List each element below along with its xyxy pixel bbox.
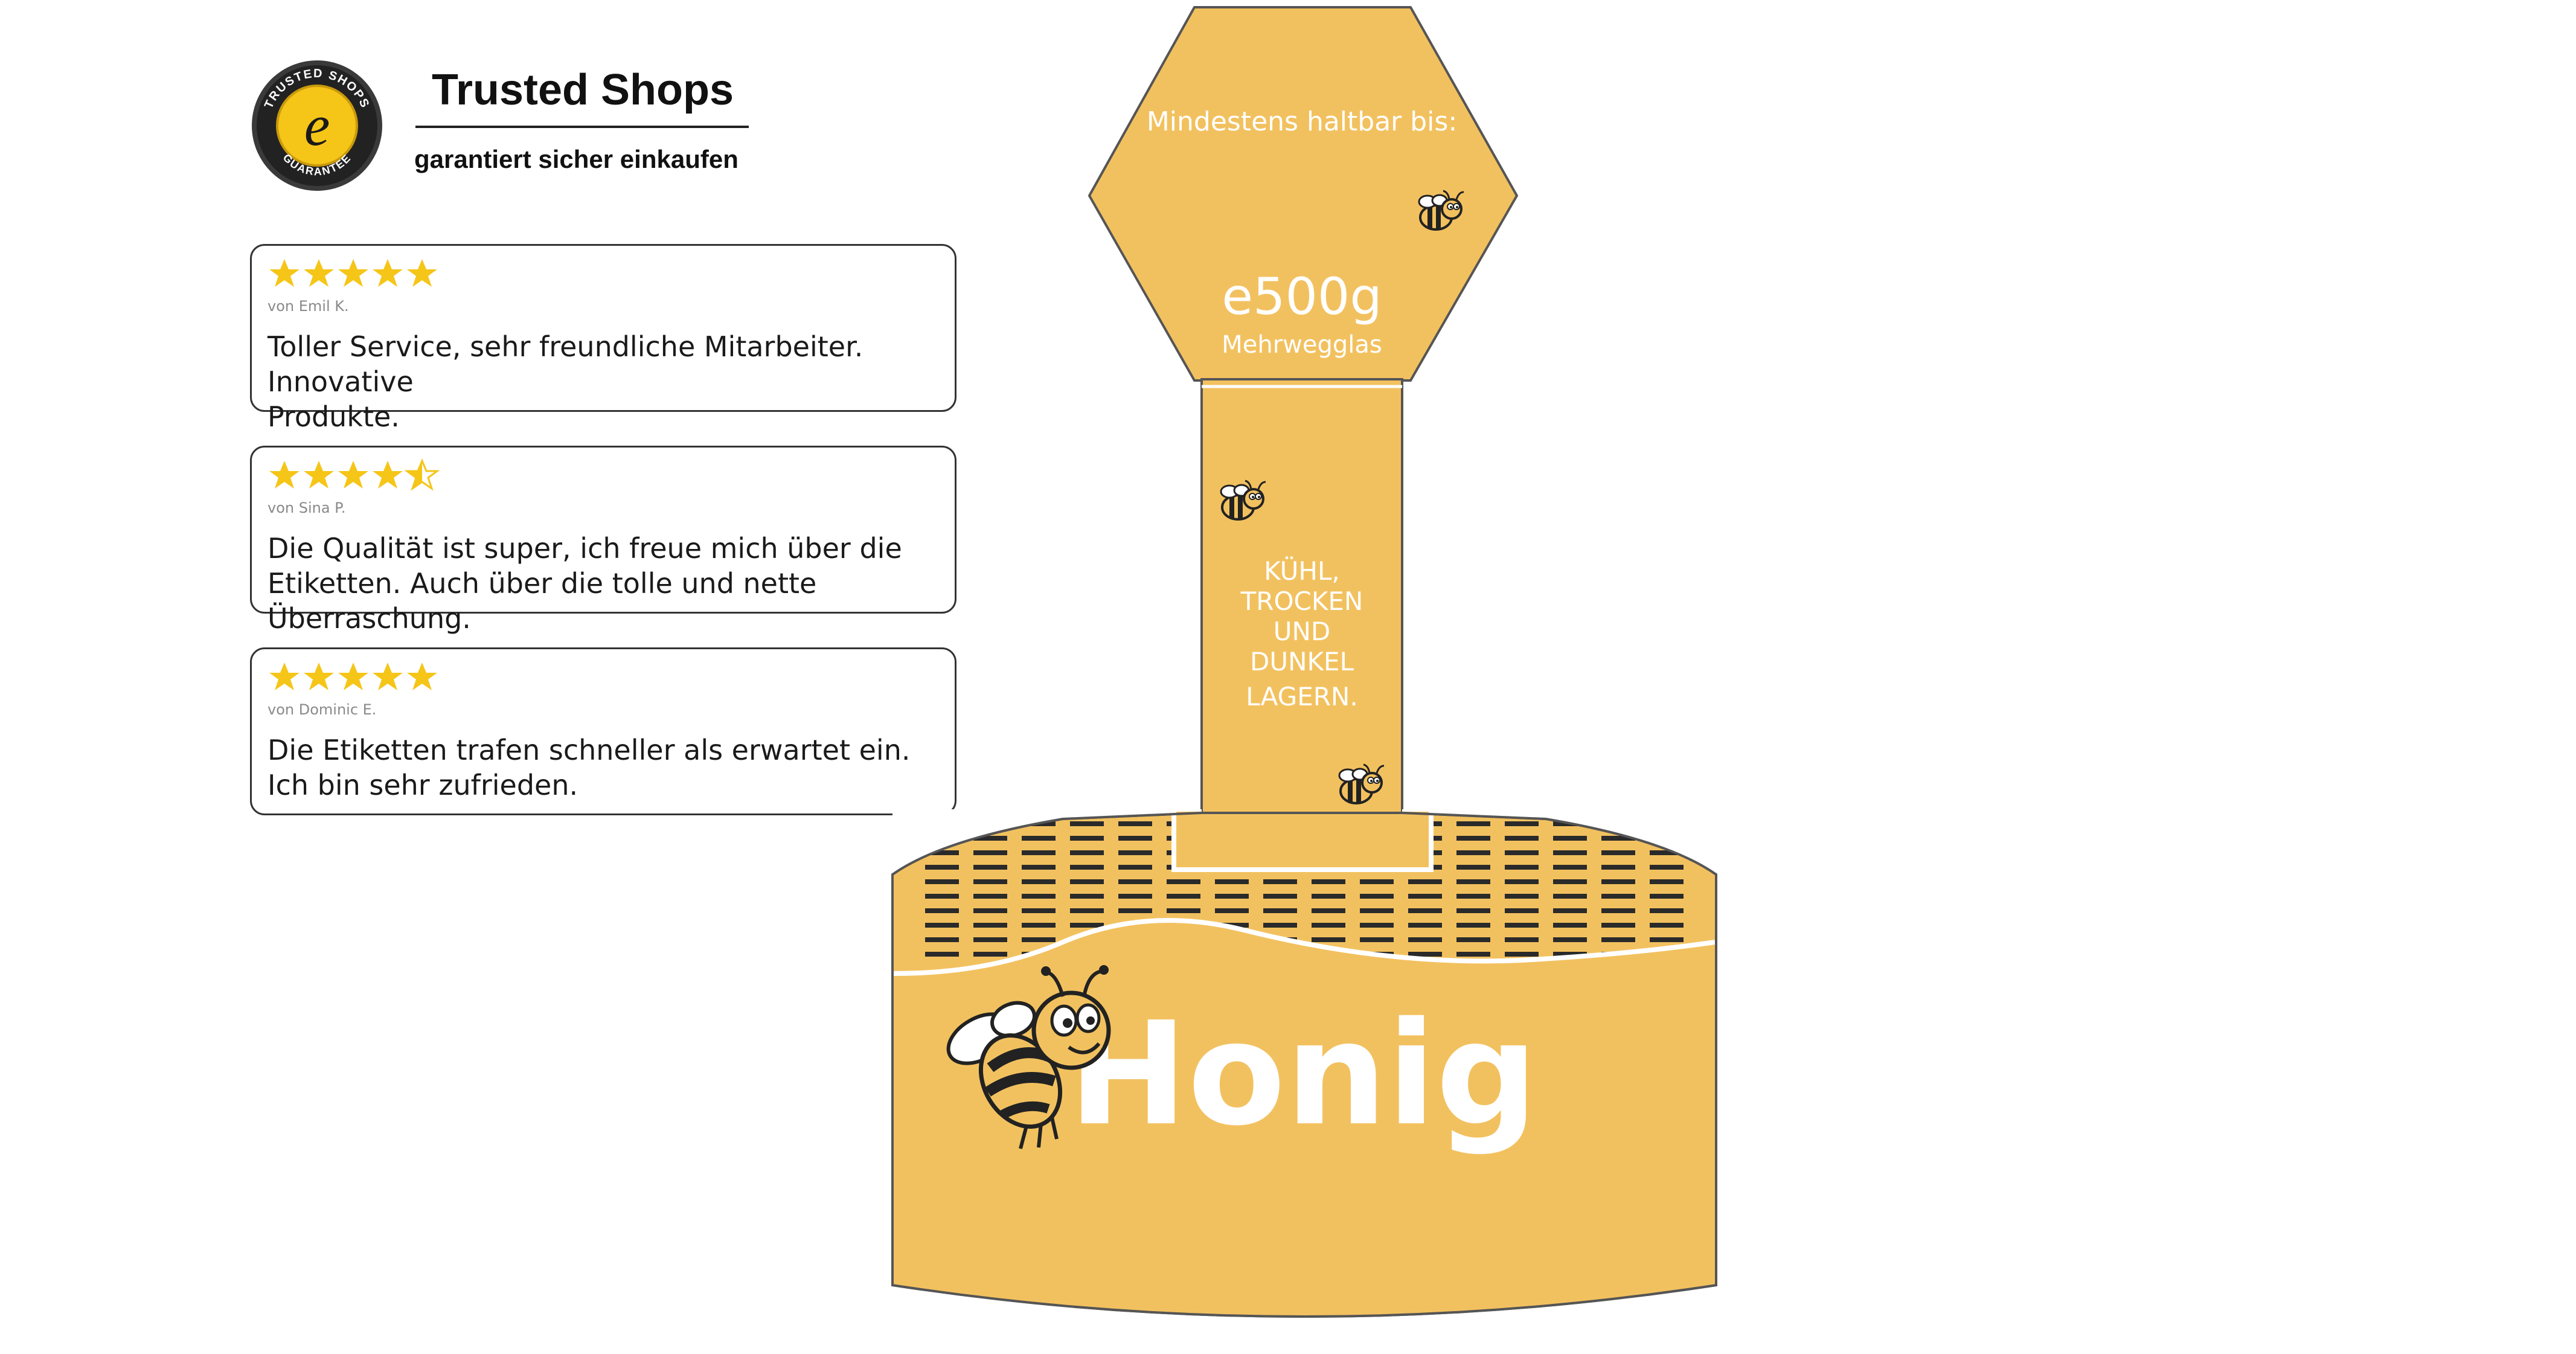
storage-line: DUNKEL [1250, 647, 1354, 676]
product-name: Honig [1068, 991, 1538, 1157]
star-icon [304, 259, 334, 287]
seal-letter: e [304, 93, 330, 158]
review-text-line: Die Etiketten trafen schneller als erwar… [268, 734, 911, 766]
best-before-label: Mindestens haltbar bis: [1147, 106, 1457, 137]
reviewer-name: von Sina P. [268, 499, 346, 516]
trusted-shops-subtitle: garantiert sicher einkaufen [414, 145, 739, 173]
review-text: Die Qualität ist super, ich freue mich ü… [268, 531, 938, 636]
star-icon [373, 663, 403, 690]
trusted-shops-divider [415, 126, 749, 128]
hexagon-panel [1088, 6, 1519, 382]
storage-line: UND [1274, 617, 1331, 646]
review-text: Toller Service, sehr freundliche Mitarbe… [268, 329, 938, 434]
review-text-line: Die Qualität ist super, ich freue mich ü… [268, 532, 902, 565]
review-text-line: Etiketten. Auch über die tolle und nette… [268, 567, 817, 635]
jar-type-label: Mehrwegglas [1222, 331, 1382, 359]
storage-line: LAGERN. [1246, 682, 1357, 711]
weight-label: e500g [1222, 267, 1382, 326]
review-card: von Emil K. Toller Service, sehr freundl… [250, 244, 956, 433]
storage-instructions: KÜHL, TROCKEN UND DUNKEL LAGERN. [1240, 556, 1363, 711]
stem-panel [1200, 378, 1403, 815]
star-icon [373, 259, 403, 287]
star-icon [269, 461, 300, 489]
star-icon [407, 663, 437, 690]
star-icon [407, 259, 437, 287]
star-icon [338, 663, 368, 690]
star-rating [269, 259, 437, 287]
star-icon [269, 259, 300, 287]
honey-label-artwork: Mindestens haltbar bis: e500g Mehrweggla… [891, 6, 1717, 1318]
star-icon [373, 461, 403, 489]
storage-line: TROCKEN [1240, 586, 1363, 616]
star-icon [304, 461, 334, 489]
review-card: von Dominic E. Die Etiketten trafen schn… [250, 647, 956, 815]
trusted-shops-seal-icon: TRUSTED SHOPS GUARANTEE e [252, 60, 382, 191]
review-text-line: Toller Service, sehr freundliche Mitarbe… [268, 330, 863, 398]
storage-line: KÜHL, [1264, 556, 1340, 586]
star-icon [338, 259, 368, 287]
trusted-shops-title: Trusted Shops [431, 66, 734, 114]
star-icon [304, 663, 334, 690]
star-rating [269, 663, 437, 690]
review-text-line: Ich bin sehr zufrieden. [268, 769, 578, 801]
review-text: Die Etiketten trafen schneller als erwar… [268, 733, 938, 803]
reviewer-name: von Dominic E. [268, 701, 377, 718]
review-card: von Sina P. Die Qualität ist super, ich … [250, 446, 956, 635]
reviewer-name: von Emil K. [268, 298, 349, 315]
bee-icon [946, 965, 1111, 1149]
review-text-line: Produkte. [268, 400, 400, 433]
star-icon [269, 663, 300, 690]
star-rating [269, 458, 440, 491]
star-icon [338, 461, 368, 489]
half-star-icon [404, 458, 440, 491]
